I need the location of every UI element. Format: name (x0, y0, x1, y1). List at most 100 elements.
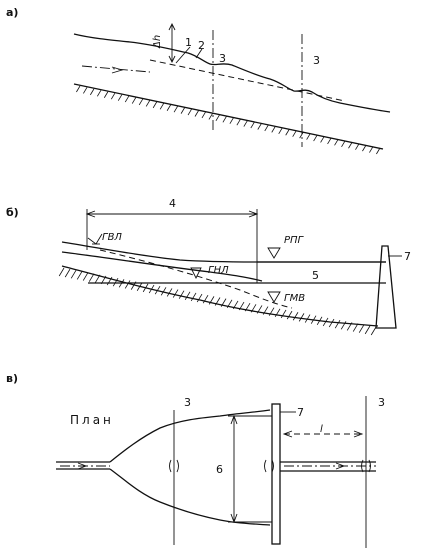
gnl-level-icon (190, 267, 202, 280)
hatch-stroke (145, 100, 151, 107)
hatch-stroke (88, 273, 95, 282)
hatch-stroke (299, 131, 304, 139)
flow-arrow-downstream-icon (335, 462, 346, 470)
hatch-stroke (313, 134, 318, 142)
hatch-stroke (76, 271, 83, 280)
hatch-stroke (117, 94, 123, 101)
gmv-label: ГМВ (284, 293, 305, 304)
hatch-stroke (190, 292, 197, 302)
label-7-v: 7 (297, 406, 304, 419)
hatch-stroke (215, 114, 220, 122)
hatch-stroke (106, 276, 113, 286)
hatch-stroke (229, 117, 234, 124)
hatch-stroke (341, 140, 346, 147)
hatch-stroke (320, 136, 325, 143)
dim-l-arrow-left-icon (282, 430, 293, 438)
hatch-stroke (348, 142, 353, 149)
hatch-stroke (90, 88, 95, 96)
hatch-stroke (76, 85, 81, 93)
panel-v: в) План 7 3 6 3 (6, 372, 385, 548)
hatch-stroke (322, 317, 329, 327)
hatch-stroke (220, 298, 227, 307)
hatch-stroke (226, 299, 233, 308)
panel-b: б) 4 7 ГВЛ РПГ ГНЛ (6, 197, 411, 336)
dim-6-arrow-down-icon (230, 513, 238, 524)
hatch-stroke (148, 284, 155, 294)
hatch-stroke (369, 146, 374, 153)
hatch-stroke (64, 268, 71, 278)
delta-h-label: Δh (152, 35, 163, 49)
hatch-stroke (124, 280, 131, 289)
hatch-stroke (292, 312, 299, 321)
label-3-right-plan: 3 (378, 396, 385, 409)
hatch-stroke (244, 302, 251, 312)
hatch-stroke (159, 103, 165, 110)
hatch-stroke (327, 137, 332, 145)
bed-hatching-b (58, 267, 377, 336)
hatch-stroke (202, 295, 209, 304)
hatch-stroke (96, 90, 102, 97)
plan-title: План (70, 413, 114, 427)
hatch-stroke (142, 283, 149, 293)
reservoir-lower-shore (109, 468, 271, 526)
gnl-dashed-line (99, 249, 293, 309)
label-2: 2 (198, 39, 205, 52)
hatch-stroke (355, 143, 360, 150)
hatch-stroke (214, 297, 221, 306)
hatch-stroke (298, 313, 305, 322)
hatch-stroke (184, 291, 191, 301)
gnl-label: ГНЛ (208, 265, 229, 276)
label-5: 5 (312, 269, 319, 282)
hatch-stroke (166, 288, 173, 297)
label-3-left: 3 (219, 52, 226, 65)
hatch-stroke (201, 111, 206, 119)
label-3-left-plan: 3 (184, 396, 191, 409)
label-1: 1 (185, 36, 192, 49)
hatch-stroke (256, 305, 263, 314)
hatch-stroke (118, 279, 125, 288)
panel-v-label: в) (6, 372, 18, 385)
hatch-stroke (334, 139, 339, 146)
hatch-stroke (173, 105, 179, 113)
river-bed-line (73, 83, 384, 150)
hatch-stroke (250, 304, 257, 313)
hatch-stroke (172, 289, 179, 298)
hatch-stroke (334, 319, 341, 329)
hatch-stroke (292, 130, 297, 137)
hatch-stroke (264, 124, 269, 132)
delta-h-arrow-icon (168, 22, 176, 31)
label-6: 6 (216, 463, 223, 476)
hatch-stroke (243, 120, 248, 127)
leader-2 (195, 48, 203, 59)
water-surface-line (73, 33, 391, 113)
hatch-stroke (285, 129, 290, 136)
label-l: l (320, 424, 323, 435)
flow-axis-line (81, 65, 151, 73)
hatch-stroke (236, 118, 241, 126)
section-mark-dam (264, 459, 274, 473)
rpg-level-icon (267, 247, 281, 259)
bed-hatching (76, 85, 381, 155)
hatch-stroke (103, 91, 109, 98)
hatch-stroke (138, 98, 144, 106)
hatch-stroke (238, 301, 245, 311)
hatch-stroke (166, 104, 172, 111)
hatch-stroke (358, 324, 365, 333)
gmv-level-icon (267, 291, 281, 303)
panel-a-label: а) (6, 6, 18, 19)
dim-l-arrow-right-icon (353, 430, 364, 438)
hatch-stroke (180, 107, 185, 114)
rpg-label: РПГ (284, 235, 305, 246)
hatch-stroke (376, 147, 381, 155)
flow-arrow-icon (111, 66, 124, 74)
dam (375, 245, 397, 329)
reservoir-upper-shore (109, 409, 271, 463)
hatch-stroke (124, 95, 130, 103)
gvl-surface-line (61, 241, 386, 263)
hatch-stroke (94, 274, 101, 284)
gvl-label: ГВЛ (102, 232, 122, 243)
section-mark-left (169, 459, 179, 473)
hatch-stroke (370, 326, 377, 336)
hatch-stroke (208, 296, 215, 305)
